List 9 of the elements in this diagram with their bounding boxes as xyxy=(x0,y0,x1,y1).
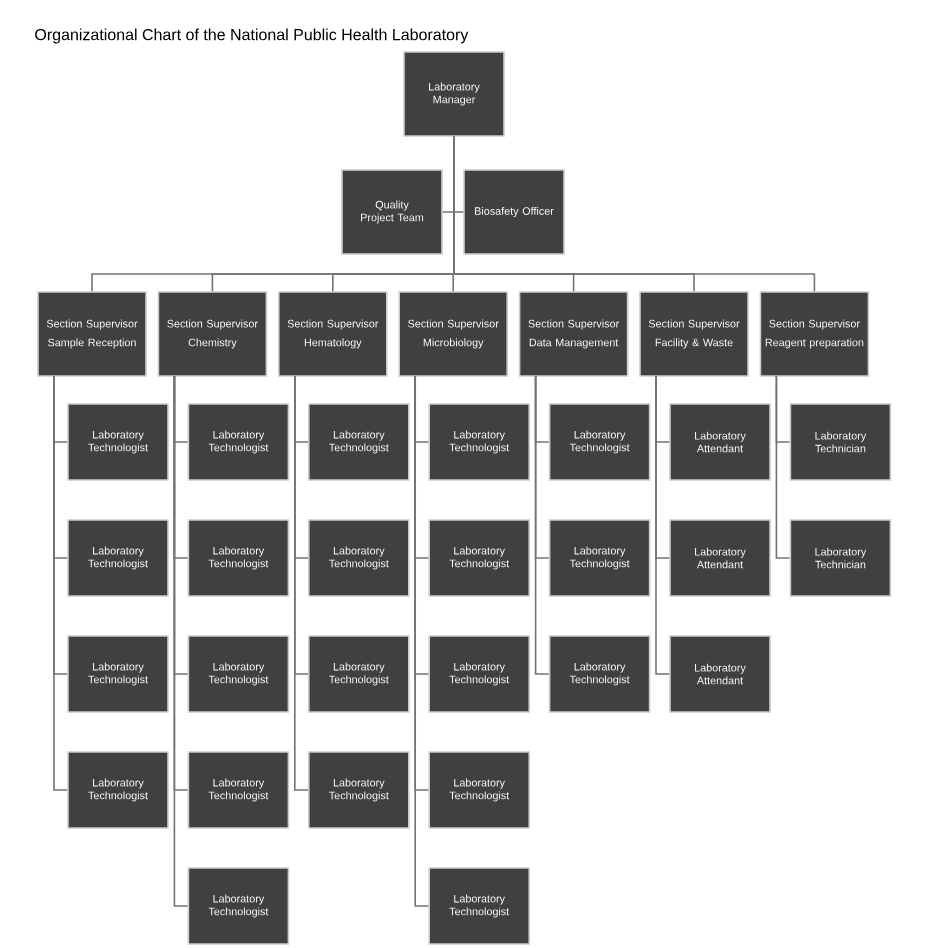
connector-line xyxy=(534,375,550,675)
connector-line xyxy=(414,375,430,907)
connector-line xyxy=(173,375,189,907)
connector-line xyxy=(53,375,68,791)
connector-line xyxy=(453,136,816,292)
connector-line xyxy=(294,375,309,791)
connector-line xyxy=(655,375,670,675)
chart-title: Organizational Chart of the National Public Health Laboratory xyxy=(35,28,469,44)
connector-line xyxy=(775,375,791,559)
